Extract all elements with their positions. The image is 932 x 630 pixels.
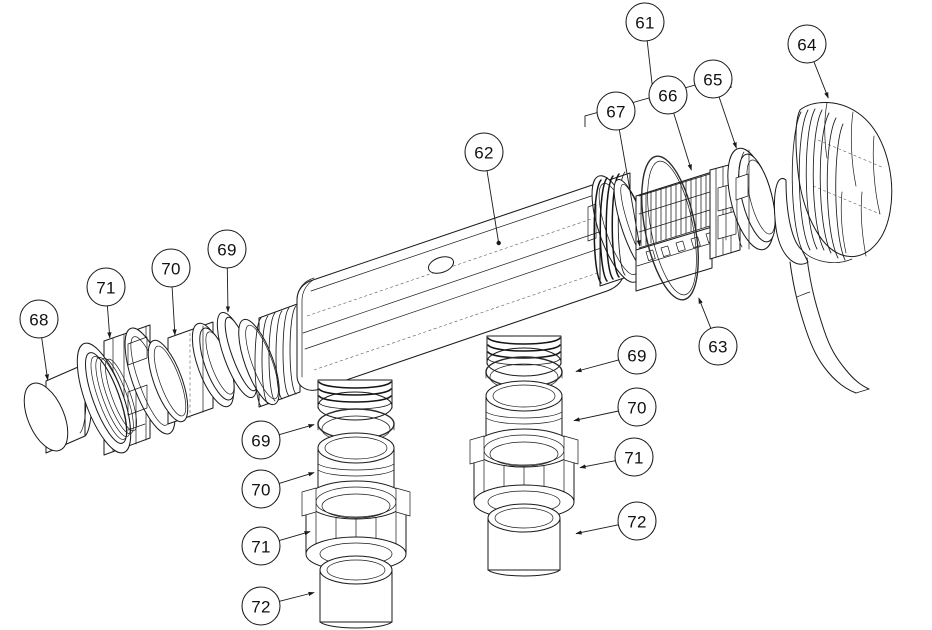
leader-line-67 <box>618 129 641 247</box>
balloon-label: 72 <box>627 513 647 532</box>
callout-balloon-61[interactable]: 61 <box>625 2 665 42</box>
balloon-circle-70[interactable] <box>617 387 657 427</box>
balloon-circle-69[interactable] <box>207 229 247 269</box>
part-65-retaining-flange <box>727 147 776 251</box>
balloon-label: 62 <box>474 144 494 163</box>
balloon-label: 69 <box>251 432 271 451</box>
balloon-circle-67[interactable] <box>596 91 636 131</box>
balloon-label: 69 <box>627 347 647 366</box>
part-63-o-ring-large <box>641 155 699 301</box>
balloon-label: 70 <box>161 260 181 279</box>
body-left-threaded-spigot <box>238 302 301 408</box>
leader-line-62 <box>486 170 500 244</box>
part-72-pipe-stub-right <box>487 503 561 577</box>
balloon-circle-62[interactable] <box>464 132 504 172</box>
part-62-manifold-body <box>238 171 655 421</box>
leader-line-70 <box>279 472 315 484</box>
balloon-circle-61[interactable] <box>625 2 665 42</box>
part-68-end-plug <box>23 363 93 454</box>
balloon-circle-72[interactable] <box>617 501 657 541</box>
balloon-circle-71[interactable] <box>86 267 126 307</box>
balloon-label: 70 <box>251 481 271 500</box>
callout-balloon-69[interactable]: 69 <box>207 229 247 269</box>
drop-stack-left <box>301 408 411 629</box>
body-port-right <box>486 335 562 377</box>
part-71-union-nut-left <box>76 324 176 456</box>
callout-balloon-69[interactable]: 69 <box>617 335 657 375</box>
leader-line-71 <box>279 531 311 542</box>
callout-balloon-66[interactable]: 66 <box>648 75 688 115</box>
leader-line-63 <box>698 297 712 329</box>
balloon-circle-72[interactable] <box>241 586 281 626</box>
callout-balloon-65[interactable]: 65 <box>693 59 733 99</box>
leader-line-71 <box>579 460 616 469</box>
leader-line-69 <box>225 267 231 313</box>
leader-line-68 <box>41 337 50 381</box>
part-72-pipe-stub-left <box>319 555 393 629</box>
balloon-circle-66[interactable] <box>648 75 688 115</box>
balloon-label: 69 <box>217 241 237 260</box>
drop-stack-right <box>469 356 579 577</box>
balloon-label: 72 <box>251 598 271 617</box>
power-cord <box>789 257 870 394</box>
balloon-label: 68 <box>29 311 49 330</box>
part-64-end-cap <box>773 101 893 265</box>
balloon-label: 61 <box>635 14 655 33</box>
callout-balloon-69[interactable]: 69 <box>241 420 281 460</box>
balloon-label: 65 <box>703 71 723 90</box>
callout-balloon-71[interactable]: 71 <box>86 267 126 307</box>
callout-balloon-68[interactable]: 68 <box>19 299 59 339</box>
part-71-union-nut-right-drop <box>469 428 579 520</box>
leader-line-70 <box>171 286 177 336</box>
balloon-circle-70[interactable] <box>151 248 191 288</box>
callout-balloon-71[interactable]: 71 <box>614 437 654 477</box>
leader-line-70 <box>573 410 619 422</box>
balloon-label: 70 <box>627 399 647 418</box>
leader-dot-62 <box>496 240 501 246</box>
balloon-label: 67 <box>606 103 626 122</box>
callout-balloon-71[interactable]: 71 <box>241 526 281 566</box>
balloon-circle-71[interactable] <box>614 437 654 477</box>
leader-line-72 <box>279 591 315 602</box>
balloon-label: 63 <box>708 338 728 357</box>
callout-balloon-70[interactable]: 70 <box>241 469 281 509</box>
balloon-label: 66 <box>658 87 678 106</box>
leader-line-71 <box>106 305 112 339</box>
callout-balloon-72[interactable]: 72 <box>617 501 657 541</box>
balloon-circle-69[interactable] <box>617 335 657 375</box>
balloon-circle-65[interactable] <box>693 59 733 99</box>
end-cap-threads <box>791 108 846 261</box>
part-67-finned-element <box>635 171 716 292</box>
leader-line-66 <box>673 112 692 171</box>
body-port-left <box>317 379 393 421</box>
callout-balloon-70[interactable]: 70 <box>617 387 657 427</box>
callout-balloon-72[interactable]: 72 <box>241 586 281 626</box>
balloon-label: 64 <box>797 36 817 55</box>
callout-balloon-62[interactable]: 62 <box>464 132 504 172</box>
leader-line-72 <box>575 524 619 535</box>
balloon-circle-69[interactable] <box>241 420 281 460</box>
callout-balloon-70[interactable]: 70 <box>151 248 191 288</box>
part-70-tailpiece-left <box>147 321 235 425</box>
balloon-circle-64[interactable] <box>787 24 827 64</box>
leader-line-69 <box>575 359 619 373</box>
balloon-label: 71 <box>624 449 644 468</box>
balloon-circle-70[interactable] <box>241 469 281 509</box>
callout-layer: 61 64 67 66 65 62 69 70 71 68 63 69 70 71 72 69 70 71 72 <box>19 2 829 626</box>
balloon-label: 71 <box>96 279 116 298</box>
balloon-circle-71[interactable] <box>241 526 281 566</box>
balloon-label: 71 <box>251 538 271 557</box>
callout-balloon-67[interactable]: 67 <box>596 91 636 131</box>
leader-line-64 <box>813 61 829 99</box>
leader-line-65 <box>718 96 737 149</box>
balloon-circle-63[interactable] <box>698 326 738 366</box>
callout-balloon-63[interactable]: 63 <box>698 326 738 366</box>
callout-balloon-64[interactable]: 64 <box>787 24 827 64</box>
leader-line-69 <box>279 424 315 436</box>
balloon-circle-68[interactable] <box>19 299 59 339</box>
